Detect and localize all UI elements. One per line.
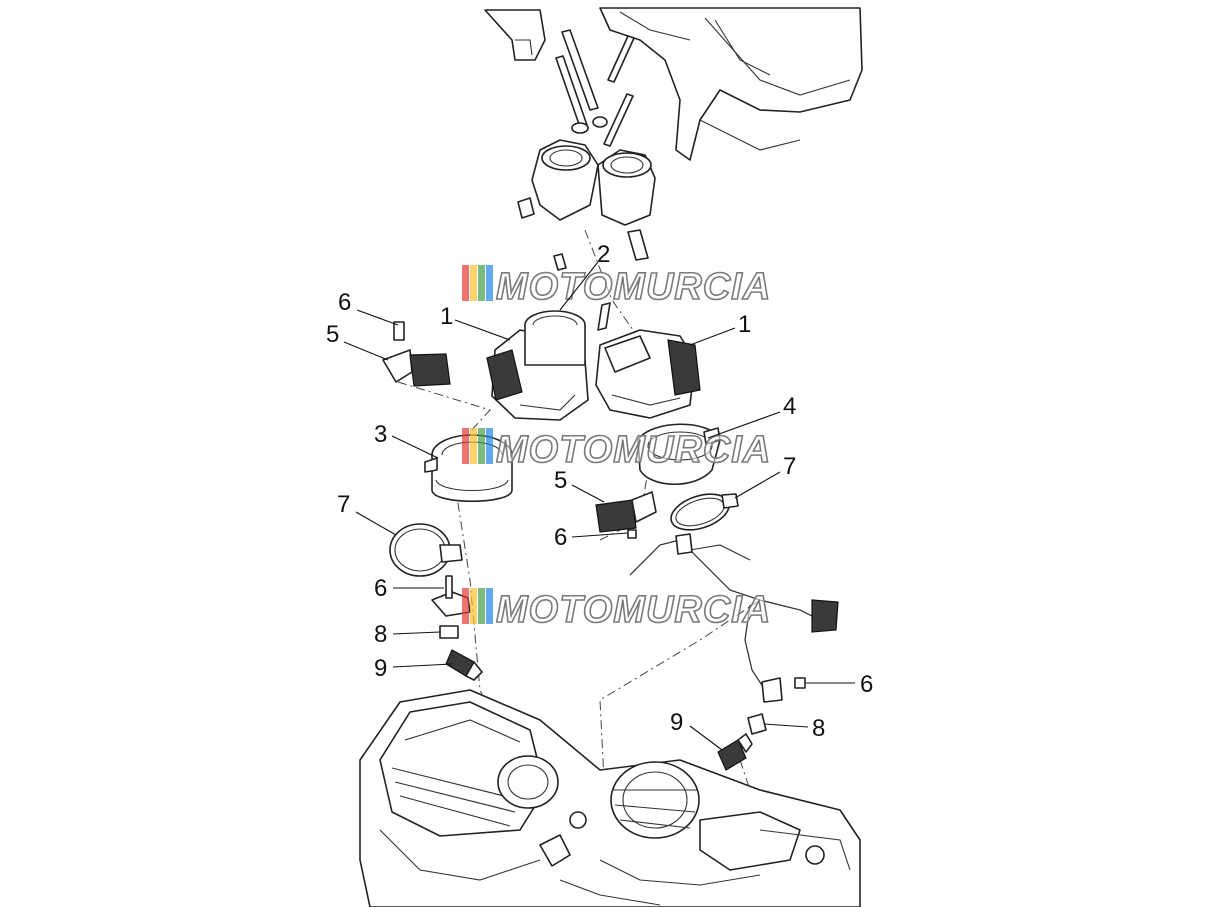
callout-c4: 2 xyxy=(597,241,610,268)
hose-clamps xyxy=(389,493,739,577)
callout-c15: 6 xyxy=(860,671,873,698)
watermark-stripe-1 xyxy=(462,588,469,624)
callout-c2: 5 xyxy=(326,321,339,348)
watermark-stripe-3 xyxy=(478,588,485,624)
wiring-harness xyxy=(629,533,839,703)
watermark-text: MOTOMURCIA xyxy=(496,266,771,308)
leader-lines xyxy=(343,261,855,751)
watermark-middle: MOTOMURCIA xyxy=(462,428,771,472)
long-bolts xyxy=(555,29,635,147)
watermark-stripe-1 xyxy=(462,265,469,301)
sensor-right xyxy=(595,491,657,539)
callout-c1: 6 xyxy=(338,289,351,316)
callout-c8: 7 xyxy=(337,491,350,518)
watermark-top: MOTOMURCIA xyxy=(462,265,771,309)
callout-c3: 1 xyxy=(440,303,453,330)
watermark-stripe-4 xyxy=(486,265,493,301)
callout-labels: 6 5 1 2 1 3 4 7 5 6 7 6 8 9 6 9 8 xyxy=(326,241,873,742)
throttle-body-left xyxy=(486,310,589,421)
callout-c12: 6 xyxy=(374,575,387,602)
airbox-assembly xyxy=(484,7,863,161)
watermark-stripe-3 xyxy=(478,428,485,464)
injector-right xyxy=(717,677,806,771)
callout-c16: 9 xyxy=(670,709,683,736)
callout-c5: 1 xyxy=(738,311,751,338)
callout-c7: 4 xyxy=(783,393,796,420)
callout-c6: 3 xyxy=(374,421,387,448)
watermark-bottom: MOTOMURCIA xyxy=(462,588,771,632)
callout-c9: 5 xyxy=(554,467,567,494)
watermark-stripe-2 xyxy=(470,428,477,464)
watermark-stripe-2 xyxy=(470,588,477,624)
throttle-body-right xyxy=(553,253,701,419)
intake-manifold xyxy=(517,139,656,261)
watermark-text: MOTOMURCIA xyxy=(496,589,771,631)
callout-c11: 7 xyxy=(783,453,796,480)
callout-c14: 9 xyxy=(374,655,387,682)
callout-c17: 8 xyxy=(812,715,825,742)
watermark-stripe-3 xyxy=(478,265,485,301)
watermark-stripe-2 xyxy=(470,265,477,301)
injector-left xyxy=(431,575,483,681)
intake-sleeve-right xyxy=(637,423,721,486)
callout-c13: 8 xyxy=(374,621,387,648)
sensor-left xyxy=(382,321,451,387)
watermark-text: MOTOMURCIA xyxy=(496,429,771,471)
watermark-stripe-4 xyxy=(486,588,493,624)
watermark-stripe-1 xyxy=(462,428,469,464)
watermark-stripe-4 xyxy=(486,428,493,464)
engine-block xyxy=(359,689,861,907)
callout-c10: 6 xyxy=(554,524,567,551)
